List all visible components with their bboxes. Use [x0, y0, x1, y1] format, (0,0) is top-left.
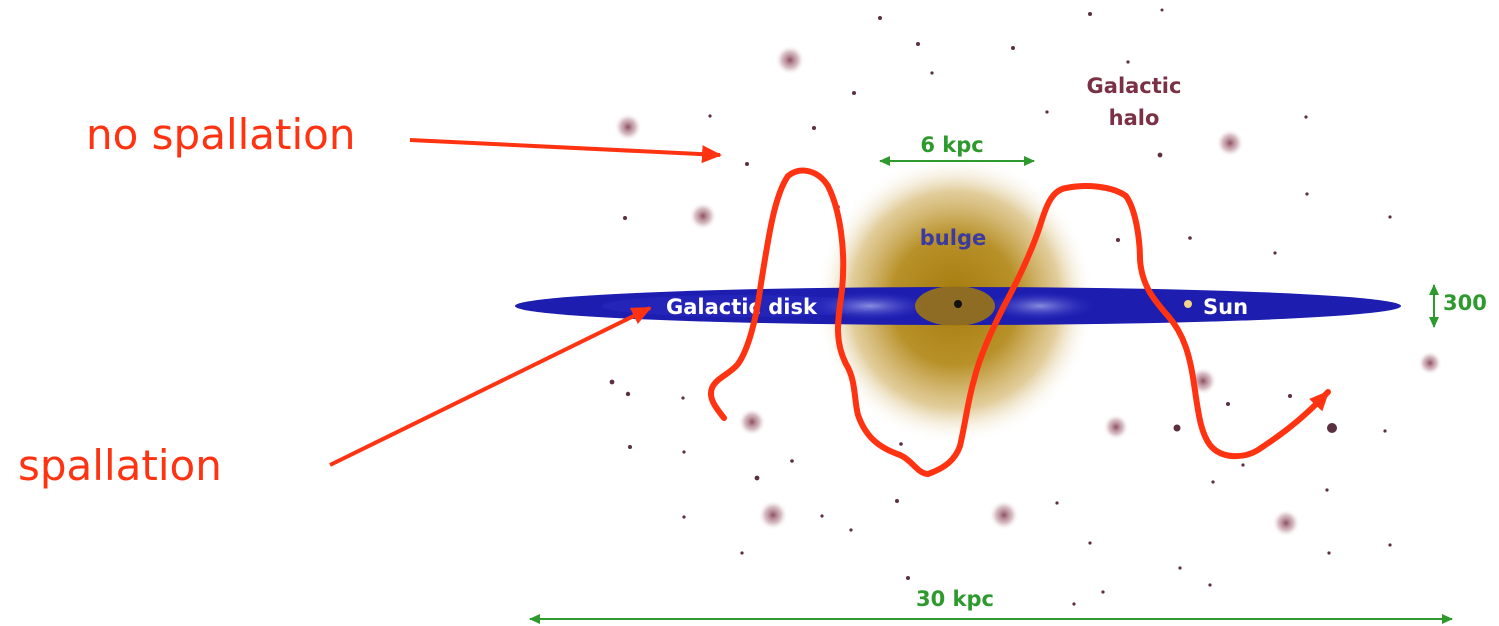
spallation-label: spallation: [18, 441, 222, 490]
galaxy-width-label: 30 kpc: [916, 587, 994, 611]
halo-stars: [609, 8, 1392, 606]
cosmic-ray-path: [708, 167, 1331, 477]
sun-label: Sun: [1203, 295, 1248, 319]
halo-label-line1: Galactic: [1087, 74, 1182, 98]
no-spallation-label: no spallation: [86, 110, 355, 159]
galactic-disk: [515, 286, 1401, 326]
galactic-center: [954, 300, 962, 308]
disk-label: Galactic disk: [666, 295, 818, 319]
halo-label-line2: halo: [1109, 106, 1160, 130]
bulge-width-label: 6 kpc: [920, 133, 983, 157]
spallation-arrow: [329, 306, 652, 467]
sun-marker: [1184, 300, 1192, 308]
bulge-label: bulge: [920, 226, 986, 250]
no-spallation-arrow: [409, 138, 722, 164]
halo-clusters: [614, 45, 1442, 537]
disk-thickness-label: 300: [1443, 291, 1487, 315]
